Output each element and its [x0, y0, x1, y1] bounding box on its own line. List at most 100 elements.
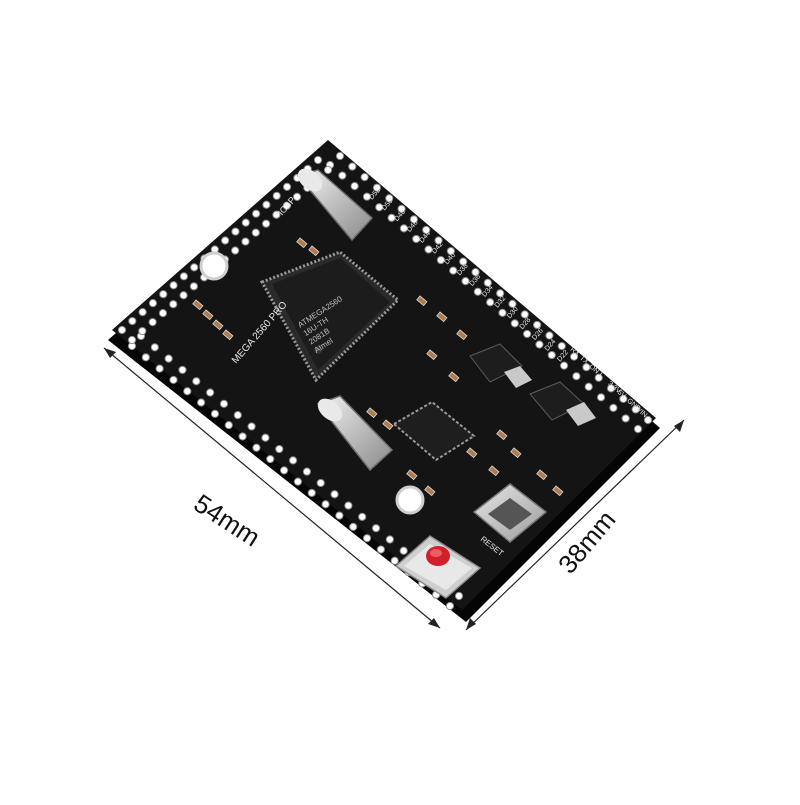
mcu-chip [259, 250, 401, 383]
pin-label: TX [578, 355, 590, 366]
smd-part [212, 319, 224, 331]
pin-hole [446, 246, 455, 256]
pin-hole [348, 162, 357, 171]
pin-hole [461, 277, 470, 286]
voltage-regulator [469, 343, 532, 388]
pin-hole [349, 522, 358, 531]
pin-hole [454, 591, 464, 601]
pin-hole [385, 194, 394, 203]
pin-hole [197, 398, 206, 407]
smd-part [488, 465, 500, 477]
pin-hole [330, 490, 339, 499]
pin-hole [189, 282, 198, 291]
pin-hole [376, 545, 385, 554]
smd-part [448, 371, 460, 383]
pin-hole [238, 432, 247, 441]
pin-hole [520, 310, 529, 319]
pin-hole [619, 394, 628, 403]
pin-label: 5V [616, 389, 627, 400]
pin-hole [169, 375, 178, 385]
pin-hole [272, 191, 281, 200]
pin-hole [150, 343, 159, 352]
smd-part [296, 237, 308, 249]
pin-hole [251, 228, 260, 237]
pin-hole [179, 272, 188, 281]
pin-hole [350, 182, 359, 191]
smd-part [456, 329, 468, 341]
pin-hole [307, 488, 316, 498]
pin-hole [127, 335, 137, 345]
pin-hole [262, 219, 271, 228]
pin-hole [219, 399, 229, 408]
smd-part [426, 349, 438, 361]
pin-hole [279, 466, 289, 475]
pin-hole [436, 255, 445, 265]
pin-hole [138, 308, 147, 317]
pin-hole [390, 556, 399, 565]
usb-serial-chip [392, 400, 476, 462]
pin-hole [533, 320, 542, 330]
pin-hole [262, 200, 271, 209]
pin-hole [169, 300, 178, 309]
pin-hole [545, 331, 554, 340]
pin-hole [247, 422, 256, 431]
pin-hole [633, 424, 643, 434]
pin-hole [233, 411, 242, 420]
micro-usb-port [472, 483, 548, 543]
pin-hole [486, 298, 495, 307]
voltage-regulator [529, 381, 596, 426]
crystal-oscillator [316, 395, 394, 472]
mounting-hole [199, 251, 229, 281]
pin-hole [471, 268, 480, 277]
pin-hole [547, 350, 556, 360]
pin-hole [224, 421, 233, 430]
pin-hole [584, 382, 593, 391]
pin-hole [288, 456, 298, 465]
pin-hole [434, 236, 443, 245]
pin-hole [183, 387, 192, 396]
pin-hole [449, 266, 458, 275]
smd-part [552, 485, 564, 497]
pin-hole [148, 318, 157, 327]
pin-hole [445, 601, 455, 611]
pin-hole [412, 234, 421, 244]
pin-hole [387, 213, 396, 222]
pin-hole [422, 225, 431, 235]
pin-hole [275, 444, 284, 454]
pin-hole [164, 354, 173, 363]
pin-hole [292, 192, 302, 201]
pin-label: L [597, 372, 605, 380]
pin-hole [141, 353, 150, 362]
pin-hole [252, 443, 261, 452]
pin-hole [293, 477, 303, 486]
pin-hole [399, 224, 409, 233]
pin-hole [335, 511, 344, 520]
smd-part [202, 309, 214, 321]
pin-hole [338, 171, 347, 180]
pin-hole [321, 500, 330, 509]
pin-hole [192, 377, 201, 386]
pin-hole [179, 291, 188, 300]
pin-hole [128, 316, 137, 326]
pin-hole [596, 393, 606, 402]
pin-hole [385, 535, 394, 544]
pin-hole [559, 361, 569, 370]
pin-hole [473, 287, 482, 296]
pin-hole [569, 352, 579, 361]
pin-hole [158, 309, 168, 318]
pin-hole [206, 388, 215, 397]
pin-hole [582, 363, 591, 372]
pin-hole [261, 433, 270, 442]
pin-hole [252, 209, 261, 218]
pin-hole [221, 236, 230, 245]
pin-hole [424, 245, 433, 254]
pin-hole [621, 414, 630, 423]
pin-hole [138, 326, 147, 336]
pin-hole [631, 405, 640, 414]
pin-hole [313, 155, 323, 165]
pin-hole [362, 192, 372, 201]
pin-hole [535, 340, 544, 349]
header-pins-right [325, 151, 653, 434]
